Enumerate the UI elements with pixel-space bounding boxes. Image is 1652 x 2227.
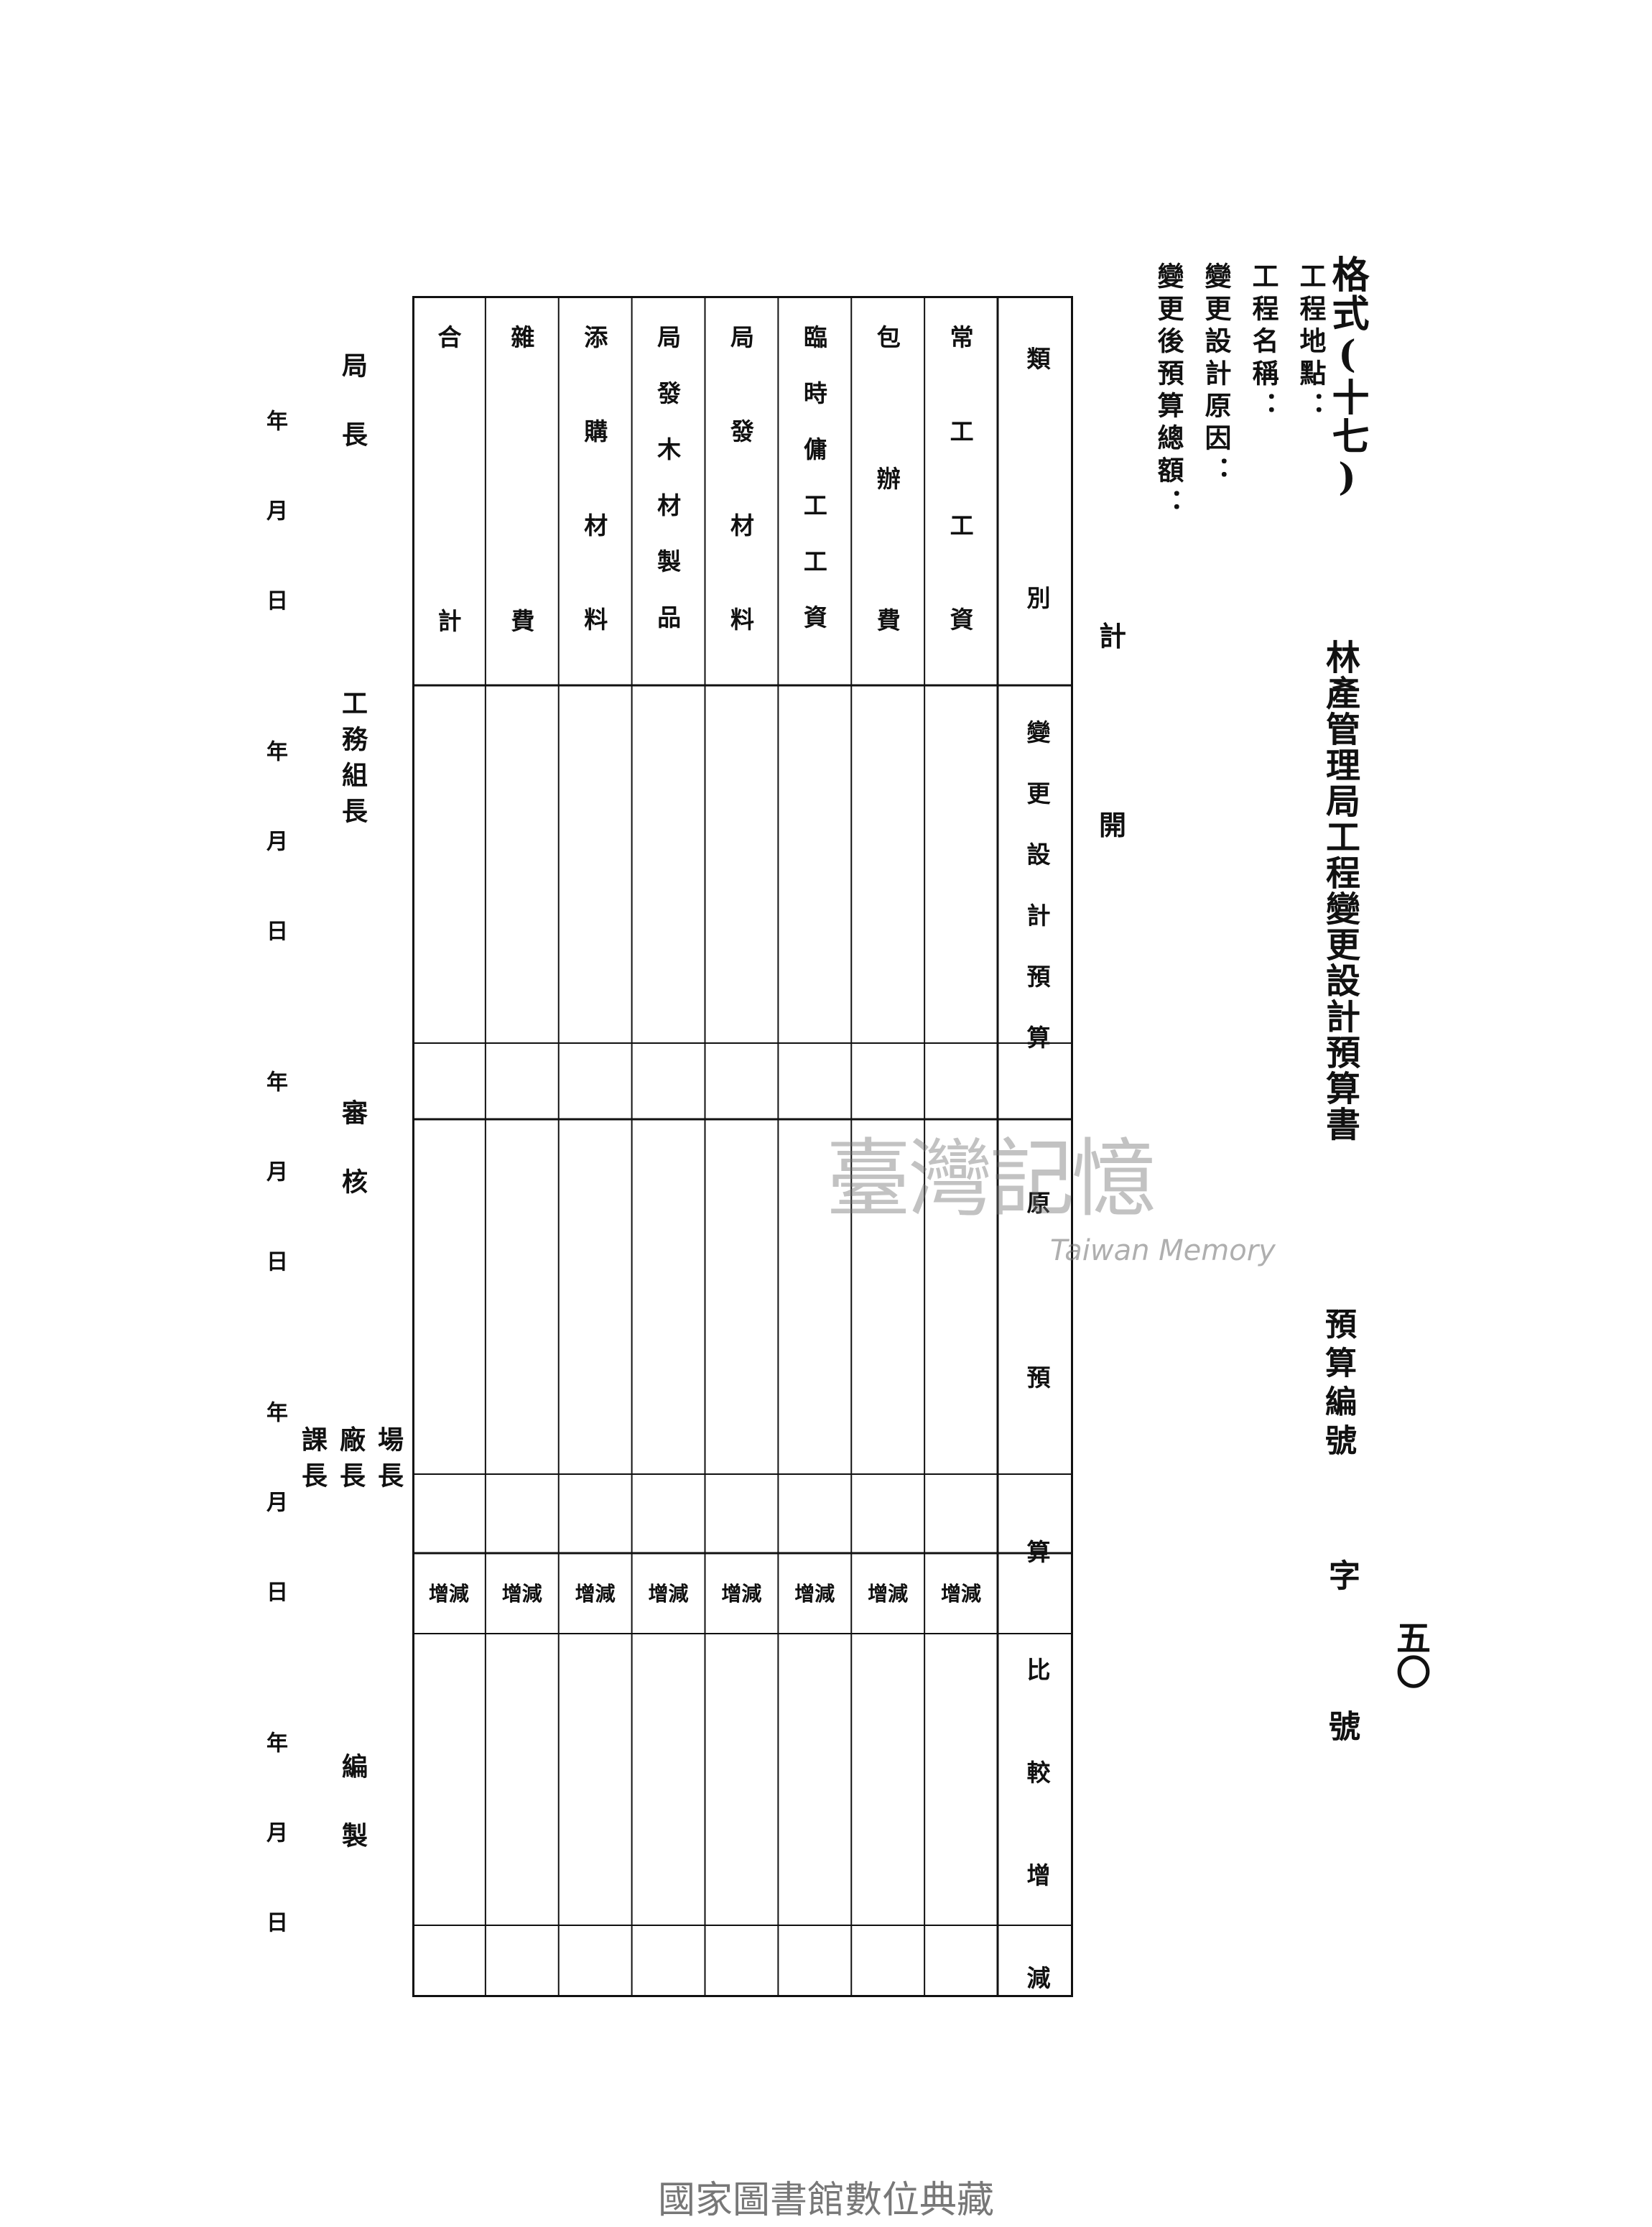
sig-compiled: 編製 (338, 1753, 368, 1891)
table-header-category: 類別 (1023, 346, 1051, 825)
watermark-logo-cn: 臺灣記憶 (826, 1129, 1156, 1228)
sig-section-chief: 課長 (297, 1426, 328, 1498)
column-header-4: 局發材料 (726, 325, 755, 701)
sig-director: 局長 (338, 352, 368, 490)
increase-decrease-label-2: 增減 (868, 1582, 909, 1606)
table-grid (412, 296, 1073, 1997)
form-title: 格式(十七) (1325, 255, 1369, 501)
column-header-3: 臨時傭工工資 (799, 325, 828, 661)
sig-factory-chief: 廠長 (335, 1426, 366, 1498)
increase-decrease-label-6: 增減 (575, 1582, 616, 1606)
column-header-5: 局發木材製品 (653, 325, 682, 661)
date-5: 年月日 (262, 1731, 287, 2001)
field-revised-total: 變更後預算總額： (1153, 262, 1184, 521)
row-label-original-budget: 原預算 (1023, 1190, 1051, 1714)
budget-table: 類別變更設計預算原預算比較增減 常工工資增減 包辦費增減 臨時傭工工資增減 局發材料增減… (412, 296, 1073, 2068)
column-header-7: 雜費 (506, 325, 535, 892)
increase-decrease-label-8: 增減 (428, 1582, 469, 1606)
field-project-name: 工程名稱： (1248, 262, 1279, 424)
watermark-logo-en: Taiwan Memory (1050, 1234, 1276, 1267)
date-2: 年月日 (262, 740, 287, 1009)
table-border (412, 296, 1073, 1997)
document-title: 林產管理局工程變更設計預算書 (1319, 639, 1360, 1142)
sig-engineering-chief: 工務組長 (338, 690, 368, 833)
increase-decrease-label-3: 增減 (794, 1582, 835, 1606)
column-separators (484, 296, 999, 1997)
field-location: 工程地點： (1295, 262, 1327, 424)
row-label-change-design-budget: 變更設計預算 (1023, 720, 1051, 1086)
column-header-6: 添購材料 (580, 325, 608, 701)
page-number: 五〇 (1390, 1620, 1430, 1689)
field-change-reason: 變更設計原因： (1200, 262, 1232, 489)
increase-decrease-label-7: 增減 (501, 1582, 542, 1606)
budget-number-label: 預算編號 (1319, 1307, 1356, 1463)
column-header-1: 常工工資 (946, 325, 975, 701)
budget-number-hao: 號 (1323, 1710, 1360, 1741)
side-label-kai: 開 (1099, 809, 1127, 841)
increase-decrease-label-4: 增減 (721, 1582, 762, 1606)
row-label-comparison: 比較增減 (1023, 1657, 1051, 2068)
form-fields: 工程地點： 工程名稱： 變更設計原因： 變更後預算總額： (1149, 262, 1330, 521)
column-header-8: 合計 (433, 325, 462, 892)
column-header-2: 包辦費 (873, 325, 901, 749)
sig-field-chief: 場長 (373, 1426, 404, 1498)
date-1: 年月日 (262, 409, 287, 679)
increase-decrease-label-5: 增減 (648, 1582, 689, 1606)
footer-archive-label: 國家圖書館數位典藏 (657, 2179, 994, 2222)
date-4: 年月日 (262, 1401, 287, 1670)
budget-number-zi: 字 (1323, 1559, 1360, 1591)
date-3: 年月日 (262, 1070, 287, 1340)
sig-review: 審核 (338, 1099, 368, 1237)
side-label-ji: 計 (1099, 620, 1127, 652)
increase-decrease-label-1: 增減 (941, 1582, 982, 1606)
